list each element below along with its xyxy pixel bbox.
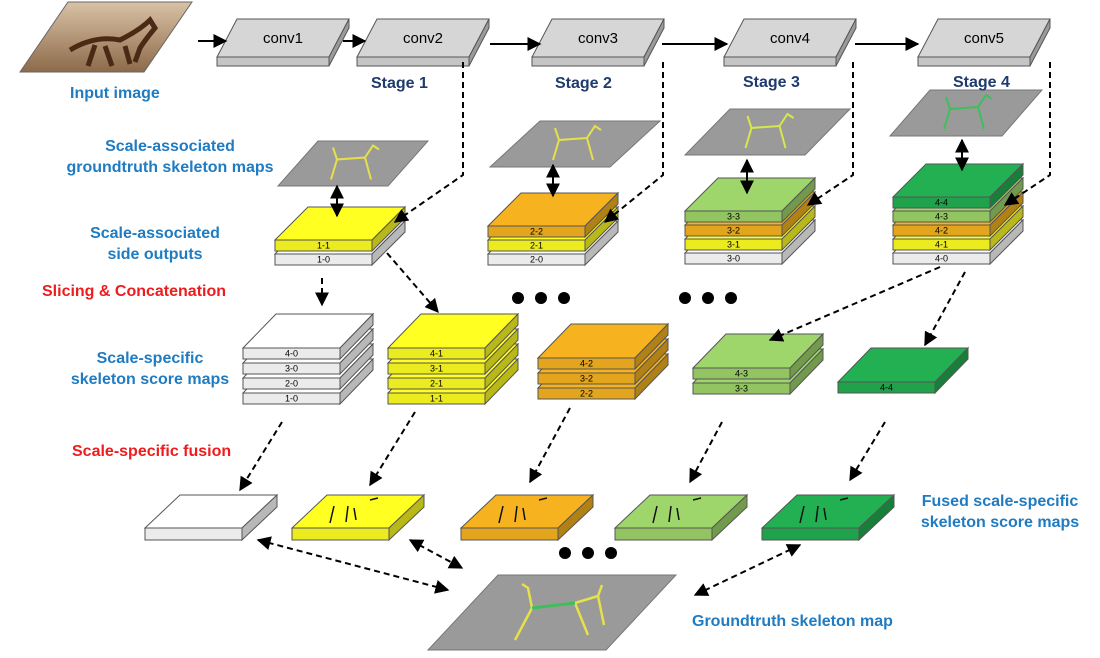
layer-label: 4-2 <box>580 359 593 369</box>
stage-1-label: Stage 1 <box>371 75 428 92</box>
score-map-stack-1: 1-1 2-1 3-1 4-1 <box>386 312 520 406</box>
groundtruth-label: Groundtruth skeleton map <box>692 613 893 630</box>
gt-map-stage-2 <box>488 120 662 168</box>
conv-label: conv2 <box>403 30 443 47</box>
stage-4-label: Stage 4 <box>953 74 1010 91</box>
fused-map-1 <box>290 493 426 542</box>
layer-label: 1-0 <box>285 394 298 404</box>
score-map-layer: 4-3 <box>691 332 825 381</box>
conv-arrows <box>198 34 920 51</box>
ellipsis-dots <box>512 292 737 559</box>
skeleton-stroke <box>652 497 702 524</box>
fused-label-line2: skeleton score maps <box>920 514 1080 531</box>
layer-label: 4-3 <box>935 212 948 222</box>
skeleton-stroke <box>744 112 795 149</box>
layer-label: 3-1 <box>727 240 740 250</box>
layer-label: 1-0 <box>317 255 330 265</box>
score-map-stack-3: 3-3 4-3 <box>691 332 825 396</box>
score-map-layer: 4-1 <box>386 312 520 361</box>
layer-label: 4-4 <box>880 383 893 393</box>
layer-label: 4-0 <box>935 254 948 264</box>
layer-label: 1-1 <box>430 394 443 404</box>
side-outputs-label-line1: Scale-associated <box>90 225 220 242</box>
conv-label: conv1 <box>263 30 303 47</box>
layer-label: 1-1 <box>317 241 330 251</box>
side-output-stack-2: 2-0 2-1 2-2 <box>486 191 620 267</box>
layer-label: 3-1 <box>430 364 443 374</box>
gt-maps-label-line2: groundtruth skeleton maps <box>66 159 274 176</box>
skeleton-stroke <box>531 601 576 610</box>
layer-label: 2-1 <box>530 241 543 251</box>
conv-label: conv5 <box>964 30 1004 47</box>
side-output-layer: 4-4 <box>891 162 1025 210</box>
fused-map-4 <box>760 493 896 542</box>
score-map-stack-2: 2-2 3-2 4-2 <box>536 322 670 401</box>
skeleton-stroke <box>799 497 849 524</box>
skeleton-stroke <box>943 93 993 130</box>
groundtruth-maps <box>276 89 1044 651</box>
layer-label: 4-3 <box>735 369 748 379</box>
conv-label: conv4 <box>770 30 810 47</box>
side-output-layer: 2-2 <box>486 191 620 239</box>
input-image-label: Input image <box>70 85 160 102</box>
layer-label: 2-2 <box>530 227 543 237</box>
layer-label: 2-0 <box>285 379 298 389</box>
score-maps-label-line2: skeleton score maps <box>70 371 230 388</box>
stage-3-label: Stage 3 <box>743 74 800 91</box>
conv-label: conv3 <box>578 30 618 47</box>
conv-block-5: conv5 <box>917 18 1051 67</box>
stage-2-label: Stage 2 <box>555 75 612 92</box>
score-map-layer: 4-4 <box>836 346 970 395</box>
conv-block-2: conv2 <box>356 18 490 67</box>
conv-block-3: conv3 <box>531 18 665 67</box>
gt-map-stage-1 <box>276 140 430 187</box>
layer-label: 3-3 <box>735 384 748 394</box>
layer-label: 4-1 <box>430 349 443 359</box>
skeleton-stroke <box>329 497 379 524</box>
layer-label: 2-0 <box>530 255 543 265</box>
groundtruth-map <box>426 574 678 651</box>
layer-label: 3-2 <box>727 226 740 236</box>
layer-label: 3-2 <box>580 374 593 384</box>
side-output-stack-1: 1-01-1 <box>273 205 407 267</box>
skeleton-stroke <box>498 497 548 524</box>
score-maps-label-line1: Scale-specific <box>96 350 204 367</box>
score-map-stack-0: 1-0 2-0 3-0 4-0 <box>241 312 375 406</box>
conv-row: conv1 conv2 conv3 conv4 conv5 <box>216 18 1051 67</box>
layer-label: 4-4 <box>935 198 948 208</box>
gt-maps-label-line1: Scale-associated <box>105 138 235 155</box>
gt-map-stage-4 <box>888 89 1044 137</box>
layer-label: 2-2 <box>580 389 593 399</box>
dashed-connectors <box>239 62 1051 596</box>
skeleton-stroke <box>552 124 602 161</box>
side-output-stack-4: 4-0 4-1 4-2 4-3 4-4 <box>891 162 1025 266</box>
gt-map-stage-3 <box>683 108 852 156</box>
score-map-stack-4: 4-4 <box>836 346 970 395</box>
slicing-label: Slicing & Concatenation <box>42 283 227 300</box>
conv-block-4: conv4 <box>723 18 857 67</box>
score-map-layer: 4-0 <box>241 312 375 361</box>
fused-map-3 <box>613 493 749 542</box>
side-outputs-label-line2: side outputs <box>107 246 203 263</box>
conv-block-1: conv1 <box>216 18 350 67</box>
side-output-layer: 3-3 <box>683 176 817 224</box>
layer-label: 4-0 <box>285 349 298 359</box>
input-image <box>19 1 193 73</box>
fusion-label: Scale-specific fusion <box>72 443 232 460</box>
skeleton-stroke <box>330 144 380 180</box>
layer-stacks: 1-01-12-02-12-23-03-13-23-34-04-14-24-34… <box>143 162 1025 542</box>
gt-double-arrows <box>330 138 969 218</box>
layer-label: 4-1 <box>935 240 948 250</box>
score-map-layer: 4-2 <box>536 322 670 371</box>
fused-label-line1: Fused scale-specific <box>921 493 1079 510</box>
layer-label: 2-1 <box>430 379 443 389</box>
fused-map-2 <box>459 493 595 542</box>
layer-label: 4-2 <box>935 226 948 236</box>
layer-label: 3-3 <box>727 212 740 222</box>
layer-label: 3-0 <box>727 254 740 264</box>
fused-map-0 <box>143 493 279 542</box>
side-output-stack-3: 3-0 3-1 3-2 3-3 <box>683 176 817 266</box>
layer-label: 3-0 <box>285 364 298 374</box>
